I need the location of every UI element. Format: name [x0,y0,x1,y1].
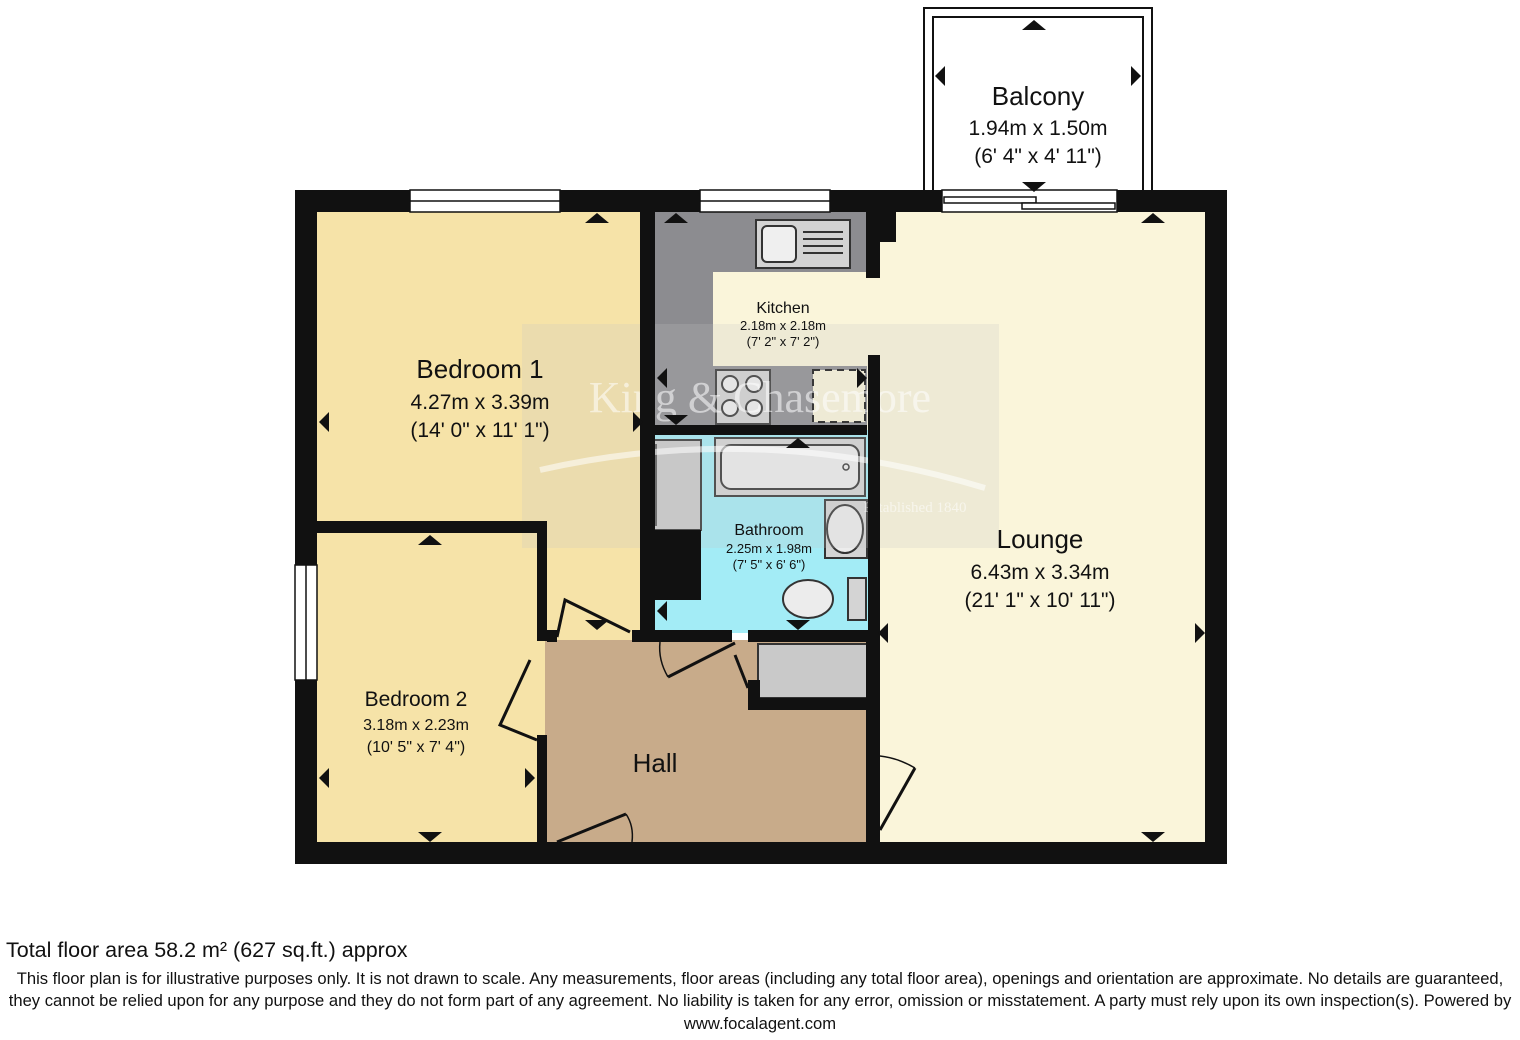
bathroom-imperial: (7' 5" x 6' 6") [733,557,806,572]
kitchen-label: Kitchen 2.18m x 2.18m (7' 2" x 7' 2") [740,300,826,349]
bedroom-1-door [555,597,631,638]
bedroom-1-metric: 4.27m x 3.39m [411,391,550,414]
front-door [556,812,627,844]
lounge-name: Lounge [997,524,1084,554]
floor-plan: King & Chasemore Established 1840 [294,7,1227,864]
bedroom-1-wardrobe [650,439,702,531]
bedroom-2-door [497,659,538,742]
bath-plug [842,463,850,471]
balcony-metric: 1.94m x 1.50m [969,117,1108,140]
watermark: King & Chasemore Established 1840 [522,324,999,548]
cupboard-door [733,654,750,689]
sink-drainer [803,231,843,254]
lounge-metric: 6.43m x 3.34m [971,561,1110,584]
kitchen-name: Kitchen [756,300,809,317]
lounge-floor [880,212,1206,843]
doors [497,597,917,844]
toilet-bowl [782,579,834,619]
balcony-imperial: (6' 4" x 4' 11") [974,145,1102,168]
sink-bowl [761,225,797,263]
watermark-panel [522,324,999,548]
watermark-tagline: Established 1840 [864,500,967,516]
hall-label: Hall [633,748,678,778]
watermark-swoosh [539,445,986,491]
bedroom-2-floor [317,533,545,843]
bedroom-2-label: Bedroom 2 3.18m x 2.23m (10' 5" x 7' 4") [363,688,469,756]
bathroom-metric: 2.25m x 1.98m [726,541,812,556]
kitchen-metric: 2.18m x 2.18m [740,318,826,333]
lounge-label: Lounge 6.43m x 3.34m (21' 1" x 10' 11") [965,524,1116,612]
balcony-sliding-doors [941,189,1118,213]
kitchen-imperial: (7' 2" x 7' 2") [747,334,820,349]
bedroom-2-imperial: (10' 5" x 7' 4") [367,739,465,756]
lounge-door [878,767,917,831]
bedroom-2-metric: 3.18m x 2.23m [363,717,469,734]
bedroom-1-name: Bedroom 1 [416,354,543,384]
hall-name: Hall [633,748,678,778]
kitchen-window [699,189,831,213]
bathroom-label: Bathroom 2.25m x 1.98m (7' 5" x 6' 6") [726,522,812,572]
hall-cupboard [757,643,869,699]
bedroom-2-window [294,564,318,681]
hob-burners [721,375,763,417]
dimension-markers [319,20,1205,842]
bedroom-1-imperial: (14' 0" x 11' 1") [410,419,549,442]
kitchen-counters [655,212,880,430]
basin-bowl [826,504,864,554]
bathroom-name: Bathroom [734,522,803,539]
bedroom-1-label: Bedroom 1 4.27m x 3.39m (14' 0" x 11' 1"… [410,354,549,442]
bedroom-1-floor [317,212,645,530]
disclaimer-text: This floor plan is for illustrative purp… [8,969,1512,1033]
windows [294,189,1118,681]
fridge-space [812,369,866,423]
toilet-cistern [847,577,867,621]
bedroom-2-name: Bedroom 2 [365,688,468,711]
bathroom-door [667,641,736,679]
total-floor-area: Total floor area 58.2 m² (627 sq.ft.) ap… [6,938,408,962]
balcony-label: Balcony 1.94m x 1.50m (6' 4" x 4' 11") [969,81,1108,168]
lounge-imperial: (21' 1" x 10' 11") [965,589,1116,612]
balcony-name: Balcony [992,81,1085,111]
bedroom-1-window [409,189,561,213]
